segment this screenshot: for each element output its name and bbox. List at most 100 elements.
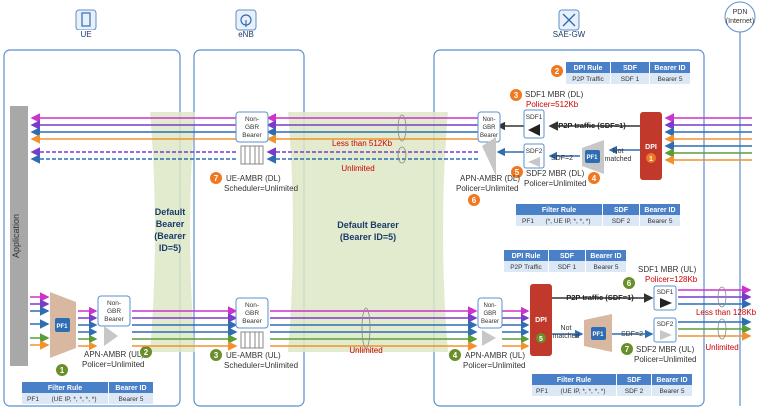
dl-apn-ambr-label: APN-AMBR (DL) [460,174,520,183]
step-6-ul-badge [623,277,635,289]
ue-node: UE [75,9,97,39]
ul-dpi-rule-table: DPI Rule SDF Bearer ID P2P Traffic SDF 1… [504,250,626,272]
ul-unlimited-out-label: Unlimited [705,343,738,352]
rate-limit-ellipse-dl-2 [397,146,407,164]
step-1-ul: 1 [60,366,65,375]
svg-text:Bearer ID: Bearer ID [656,377,687,384]
step-3-dl: 3 [514,91,519,100]
enb-dl-non-gbr-bearer: Non- GBR Bearer [235,111,269,143]
ul-ue-ambr-label: UE-AMBR (UL) [226,351,281,360]
pdn-node: PDN (Internet) [724,1,756,33]
dl-filter-rule-table: Filter Rule SDF Bearer ID PF1 (*, UE IP,… [516,204,680,226]
dl-sdf1-mbr-label: SDF1 MBR (DL) [525,90,584,99]
sgw-node: SAE-GW [553,9,586,39]
svg-text:Non-: Non- [107,300,121,307]
svg-text:Bearer 5: Bearer 5 [119,396,144,403]
svg-text:Bearer 5: Bearer 5 [648,218,673,225]
svg-text:SDF 2: SDF 2 [612,218,631,225]
dl-apn-ambr-value: Policer=Unlimited [456,184,518,193]
svg-text:GBR: GBR [107,308,121,315]
step-5-dl: 5 [515,168,520,177]
ul-dpi-box [530,284,552,356]
svg-text:Filter Rule: Filter Rule [557,377,591,384]
dl-not-matched-2: matched [605,156,632,163]
gw-dl-non-gbr-bearer: Non- GBR Bearer [477,111,501,143]
svg-text:Filter Rule: Filter Rule [48,385,82,392]
ul-gw-filter-rule-table: Filter Rule SDF Bearer ID PF1 (UE IP, *,… [532,374,692,396]
svg-text:Non-: Non- [245,302,259,309]
dl-sdf2-flow: SDF=2 [551,155,573,162]
step-6-ul: 6 [627,279,632,288]
svg-text:Non-: Non- [483,303,496,309]
ul-sdf1-mbr-label: SDF1 MBR (UL) [638,265,697,274]
step-6-dl-badge [468,194,480,206]
gw-dl-apn-policer [482,137,496,176]
svg-text:(*, UE IP, *, *, *): (*, UE IP, *, *, *) [545,218,590,225]
svg-text:SDF1: SDF1 [657,289,674,296]
svg-text:SDF 1: SDF 1 [621,76,640,83]
dl-ue-ambr-label: UE-AMBR (DL) [226,174,281,183]
default-bearer-area-enb-gw [288,112,448,352]
svg-text:Non-: Non- [482,117,495,123]
svg-text:Bearer: Bearer [242,318,262,325]
ul-ue-apn-ambr-value: Policer=Unlimited [82,360,144,369]
ul-sdf2-mbr-value: Policer=Unlimited [634,355,696,364]
step-2-ul: 2 [144,348,149,357]
rate-limit-ellipse-ul [361,307,371,349]
gw-ul-sdf1-box: SDF1 [653,285,677,311]
default-bearer-area-ue-enb [150,112,195,352]
ul-not-matched: Not [561,325,572,332]
dl-dpi-label: DPI [645,144,657,151]
ul-ue-apn-ambr-label: APN-AMBR (UL) [84,350,144,359]
dl-pf1-label: PF1 [586,155,598,161]
rate-limit-ellipse-dl [397,114,407,142]
dl-not-matched: Not [613,148,624,155]
dl-sdf2-mbr-value: Policer=Unlimited [524,179,586,188]
svg-text:Bearer: Bearer [481,319,499,325]
svg-text:Bearer ID: Bearer ID [644,207,675,214]
svg-text:P2P Traffic: P2P Traffic [572,76,604,83]
svg-text:PF1: PF1 [522,218,534,225]
svg-text:(Bearer ID=5): (Bearer ID=5) [340,232,396,242]
svg-text:(Bearer: (Bearer [154,231,186,241]
gw-ul-non-gbr-bearer: Non- GBR Bearer [477,297,503,329]
ul-sdf2-mbr-label: SDF2 MBR (UL) [636,345,695,354]
svg-text:GBR: GBR [482,125,496,131]
dl-less-than-label: Less than 512Kb [332,139,393,148]
step-7-dl: 7 [214,174,219,183]
ue-pf1-label: PF1 [56,324,68,330]
ul-ue-ambr-value: Scheduler=Unlimited [224,361,298,370]
svg-text:SDF: SDF [560,253,575,260]
step-3-ul: 3 [214,351,219,360]
dl-pf1-badge [585,150,600,163]
step-4-dl: 4 [592,174,597,183]
svg-text:P2P Traffic: P2P Traffic [510,264,542,271]
svg-text:Bearer 5: Bearer 5 [594,264,619,271]
step-3-dl-badge [510,89,522,101]
ue-ul-non-gbr-bearer: Non- GBR Bearer [97,295,131,327]
step-2-dl-badge [551,65,563,77]
svg-text:(UE IP, *, *, *, *): (UE IP, *, *, *, *) [51,396,96,403]
step-4-ul: 4 [453,351,458,360]
step-6-dl: 6 [472,196,477,205]
svg-text:SDF2: SDF2 [657,321,674,328]
application-label: Application [11,214,21,258]
step-5-dl-badge [511,166,523,178]
downlink-flows [30,113,752,165]
ul-less-than-label: Less than 128Kb [696,308,757,317]
step-7-ul: 7 [625,345,630,354]
dl-unlimited-label: Unlimited [341,164,374,173]
dl-sdf2-mbr-label: SDF2 MBR (DL) [526,169,585,178]
svg-text:Bearer: Bearer [480,133,498,139]
svg-text:Bearer: Bearer [104,316,124,323]
svg-text:SDF1: SDF1 [526,114,543,121]
enb-dl-scheduler-icon [240,145,264,165]
ul-not-matched-2: matched [553,333,580,340]
ul-pf1-label: PF1 [592,332,604,338]
pdn-sublabel: (Internet) [726,18,754,25]
svg-text:Bearer 5: Bearer 5 [660,388,685,395]
ul-dpi-label: DPI [535,317,547,324]
default-bearer-label-enb-gw: Default Bearer (Bearer ID=5) [337,220,399,242]
ul-pf1-badge [591,327,606,340]
